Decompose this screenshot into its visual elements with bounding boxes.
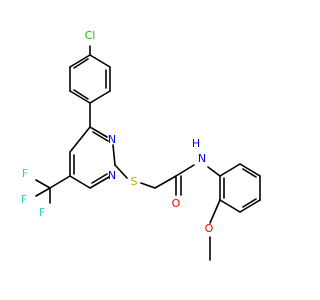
nitrogen-label: N [108, 169, 116, 182]
oxygen-label: O [172, 197, 181, 210]
fluorine-label: F [21, 193, 27, 206]
bond [89, 126, 108, 138]
fluorine-label: F [39, 206, 45, 219]
bond [35, 187, 51, 197]
bond [114, 164, 128, 179]
hydrogen-label: H [192, 137, 200, 150]
bond [89, 176, 110, 189]
bond [69, 54, 91, 68]
atom-labels: Cl N N S H N O O F F F [21, 29, 214, 235]
bond [73, 58, 89, 69]
bond [175, 164, 195, 177]
bond [69, 175, 91, 189]
bond [49, 175, 71, 189]
bond [209, 199, 221, 224]
bond [35, 179, 51, 189]
bond [140, 182, 156, 189]
bond [92, 131, 109, 142]
nitrogen-label: N [198, 152, 206, 165]
bond [69, 126, 91, 153]
bond [242, 168, 257, 178]
bond [91, 173, 108, 184]
oxygen-label: O [205, 222, 214, 235]
sulfur-label: S [131, 175, 138, 188]
nitrogen-label: N [108, 133, 116, 146]
bond [239, 163, 261, 177]
bond [239, 199, 261, 213]
bond [89, 90, 111, 104]
bonds [35, 45, 261, 261]
bond [242, 198, 257, 208]
bond [219, 199, 241, 213]
bond [154, 175, 177, 189]
fluorine-label: F [22, 167, 28, 180]
bond [69, 90, 91, 104]
bond [207, 166, 221, 177]
chlorine-label: Cl [85, 29, 96, 42]
bond [73, 89, 89, 100]
molecule-structure: Cl N N S H N O O F F F [21, 29, 261, 261]
bond [89, 54, 111, 68]
bond [219, 163, 241, 177]
bond [112, 144, 116, 166]
